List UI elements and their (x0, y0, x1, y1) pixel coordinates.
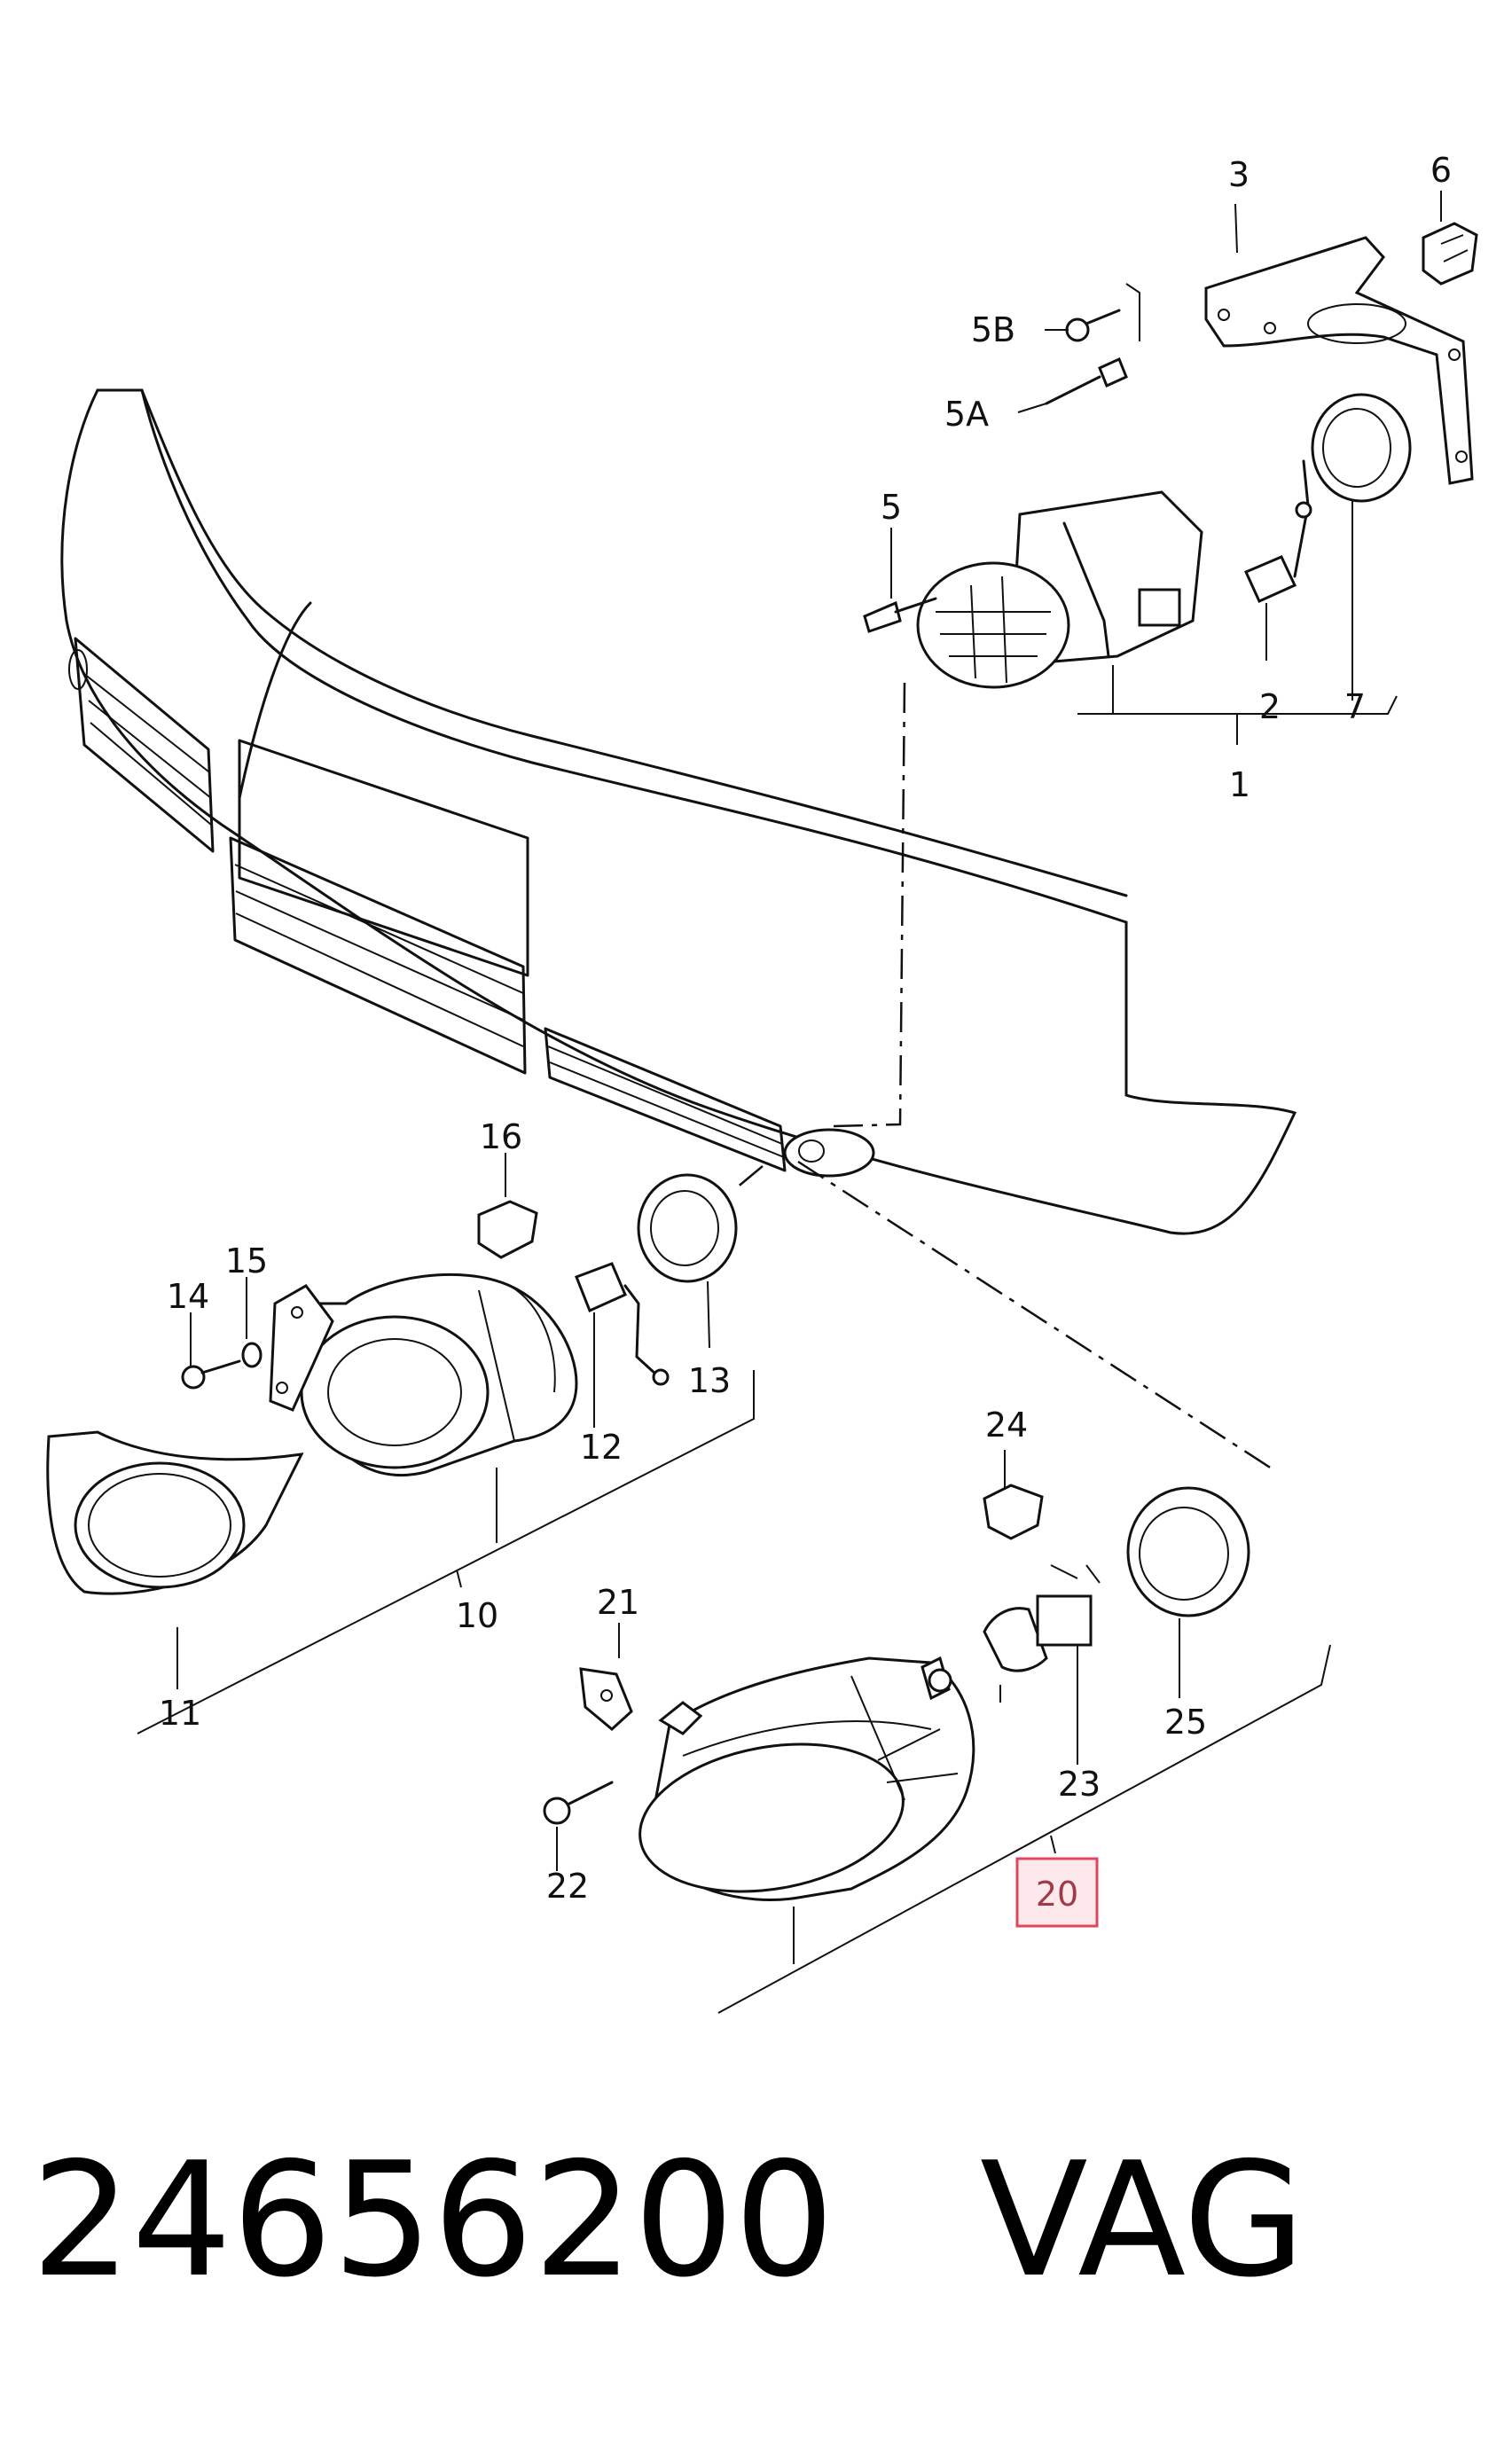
callout-5a: 5A (944, 395, 989, 434)
callout-13: 13 (688, 1361, 731, 1400)
brand-name: VAG (980, 2128, 1305, 2312)
callout-20: 20 (1036, 1875, 1078, 1914)
left-fog-lamp-assembly (46, 1153, 755, 1734)
dashed-guide-lower (797, 1160, 1278, 1474)
callout-22: 22 (546, 1867, 589, 1906)
callout-14: 14 (167, 1277, 209, 1316)
callout-10: 10 (456, 1596, 498, 1635)
callout-24: 24 (985, 1406, 1028, 1445)
part-number: 24656200 (31, 2128, 834, 2312)
front-bumper (60, 388, 1297, 1235)
callout-5: 5 (881, 488, 902, 527)
dashed-guide-left (735, 1165, 764, 1189)
callout-7: 7 (1344, 687, 1366, 726)
callout-5b: 5B (971, 310, 1015, 349)
callout-1: 1 (1229, 765, 1250, 804)
callout-25: 25 (1164, 1703, 1207, 1742)
upper-fog-lamp-assembly (863, 191, 1478, 745)
callout-6: 6 (1430, 151, 1452, 190)
callout-16: 16 (480, 1117, 522, 1156)
callout-12: 12 (580, 1428, 623, 1467)
dashed-guide-upper (833, 682, 906, 1128)
callout-15: 15 (225, 1241, 268, 1280)
callout-3: 3 (1228, 155, 1250, 194)
callout-2: 2 (1259, 687, 1281, 726)
callout-20-highlight (1015, 1857, 1099, 1928)
callout-21: 21 (597, 1583, 639, 1622)
right-fog-lamp-assembly (543, 1450, 1331, 2014)
callout-11: 11 (159, 1694, 201, 1733)
callout-23: 23 (1058, 1765, 1101, 1804)
callout-labels: 3 6 5B 5A 5 2 7 1 16 15 14 13 12 10 11 2… (159, 151, 1452, 1928)
